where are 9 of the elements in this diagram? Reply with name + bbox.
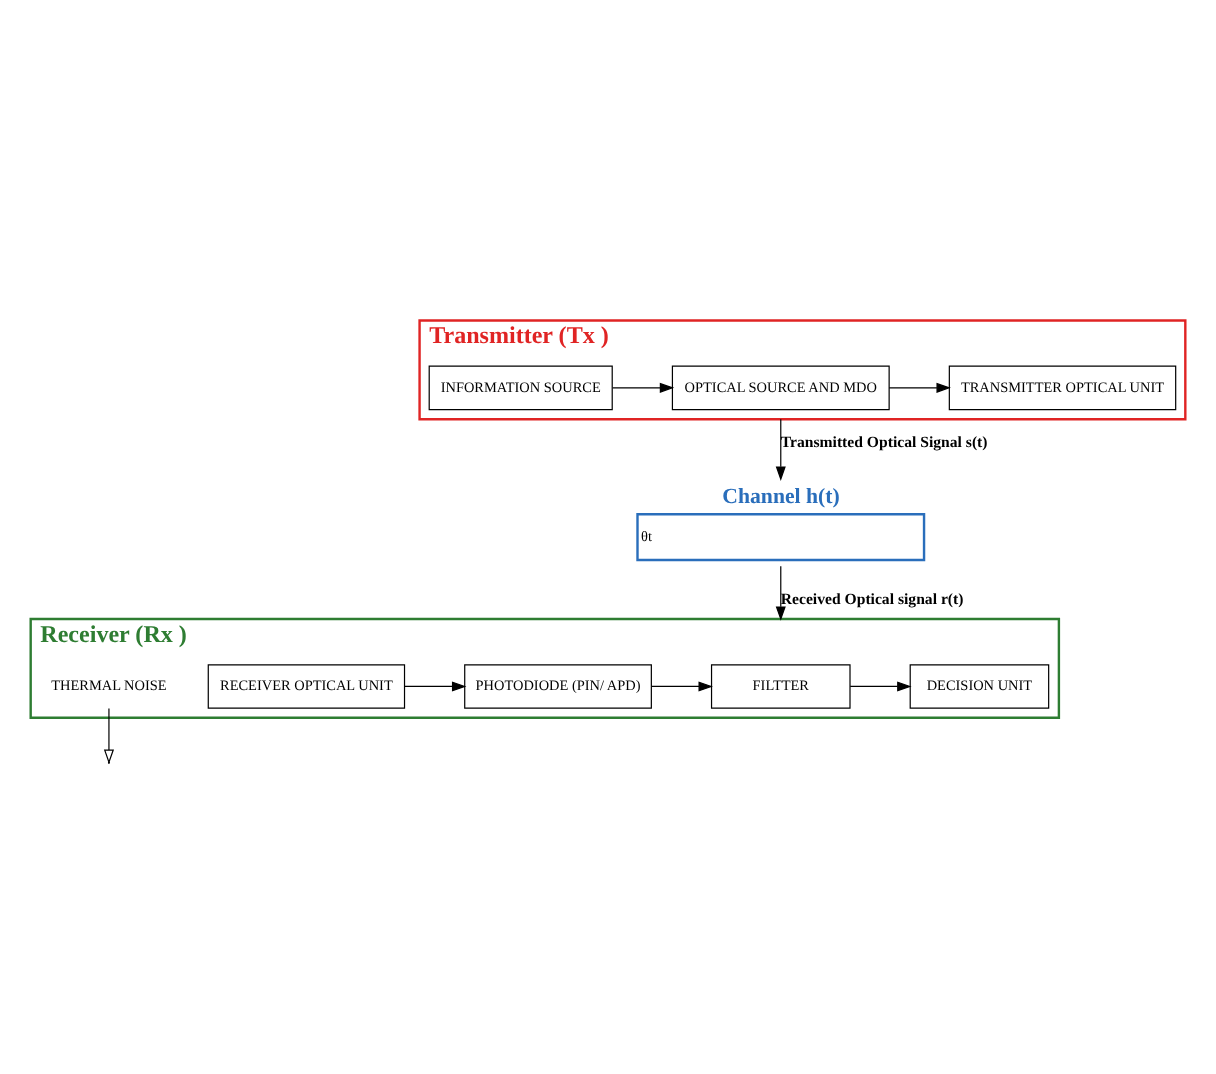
arrow [888, 382, 951, 393]
node-label: Channel h(t) [722, 484, 840, 509]
arrow [849, 681, 912, 692]
arrow [775, 565, 786, 621]
arrow [650, 681, 713, 692]
arrow [103, 707, 114, 765]
arrow [612, 382, 675, 393]
arrow [404, 681, 467, 692]
arrow [775, 418, 786, 481]
